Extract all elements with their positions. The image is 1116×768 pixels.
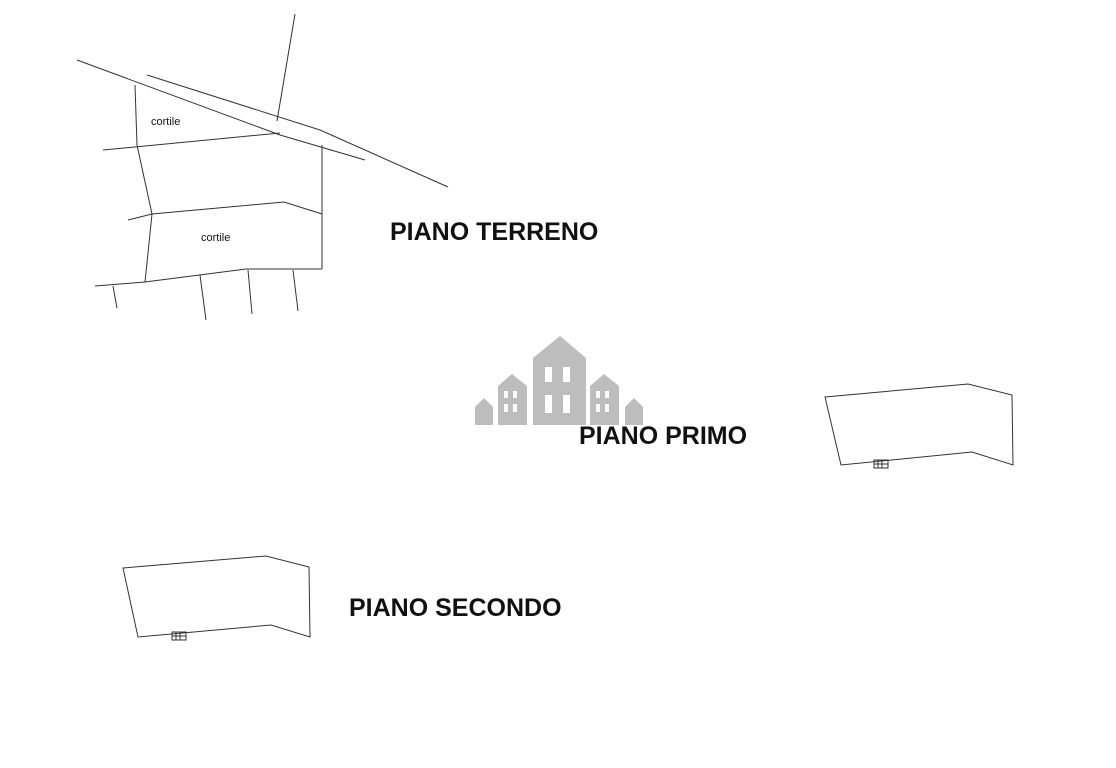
second-floor-title: PIANO SECONDO: [349, 594, 562, 622]
courtyard-label-2: cortile: [201, 232, 231, 244]
buildings-icon: [475, 336, 643, 425]
ground-floor-plan: [76, 13, 449, 321]
ground-floor-title: PIANO TERRENO: [390, 218, 599, 246]
first-floor-plan: [824, 383, 1014, 469]
courtyard-label-1: cortile: [151, 116, 181, 128]
first-floor-title: PIANO PRIMO: [579, 422, 748, 450]
second-floor-plan: [122, 555, 311, 641]
